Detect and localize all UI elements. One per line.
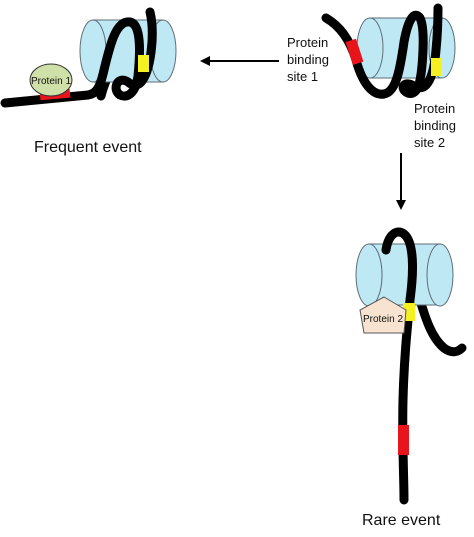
site-1-label: Protein binding site 1 bbox=[287, 34, 329, 85]
site-2-label: Protein binding site 2 bbox=[414, 100, 456, 151]
protein-2-pentagon bbox=[359, 296, 407, 334]
nucleosome-rare: Protein 2 bbox=[355, 227, 467, 505]
binding-site-2-rare bbox=[403, 303, 415, 321]
site-2-label-line-2: binding bbox=[414, 118, 456, 133]
protein-1-label: Protein 1 bbox=[31, 76, 71, 87]
histone-cylinder-back-face bbox=[426, 243, 454, 307]
dna-strand-tail bbox=[415, 295, 467, 357]
site-2-label-line-1: Protein bbox=[414, 101, 456, 116]
histone-cylinder-front-face bbox=[355, 243, 383, 307]
site-1-label-line-2: binding bbox=[287, 52, 329, 67]
binding-site-2-frequent bbox=[138, 55, 149, 72]
dna-strand-front bbox=[0, 7, 157, 108]
protein-1-blob bbox=[29, 63, 73, 97]
nucleosome-initial bbox=[321, 3, 456, 99]
site-2-label-line-3: site 2 bbox=[414, 135, 446, 150]
dna-strand-initial bbox=[321, 3, 443, 99]
rare-event-label: Rare event bbox=[362, 512, 441, 529]
nucleosome-frequent: Protein 1 bbox=[0, 7, 177, 108]
site-1-label-line-3: site 1 bbox=[287, 69, 319, 84]
binding-site-1-rare bbox=[398, 425, 409, 455]
protein-2-label: Protein 2 bbox=[363, 314, 403, 325]
binding-site-1-initial bbox=[345, 38, 364, 65]
site-1-label-line-1: Protein bbox=[287, 35, 329, 50]
frequent-event-label: Frequent event bbox=[34, 139, 142, 156]
binding-site-2-initial bbox=[431, 58, 441, 76]
